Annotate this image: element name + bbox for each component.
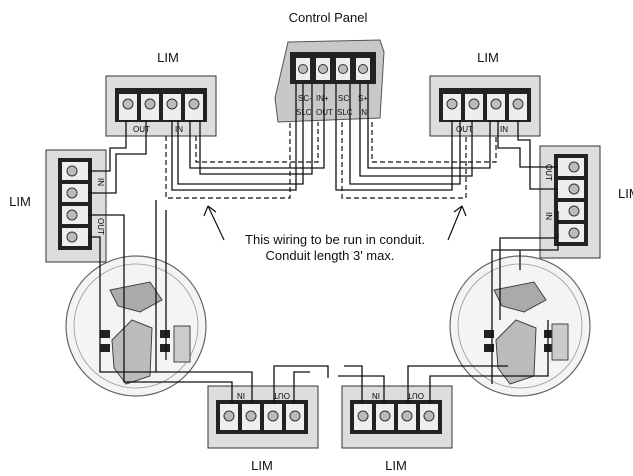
control-panel: SC- IN+ SC S+ SLC OUT SLC IN	[274, 39, 385, 123]
lim-right-in-label: IN	[544, 212, 553, 220]
conduit-note: This wiring to be run in conduit. Condui…	[203, 205, 467, 263]
panel-term-2-top: IN+	[316, 94, 329, 103]
lim-bottom-right-in-label: IN	[372, 391, 380, 400]
lim-bottom-right: IN OUT	[341, 385, 453, 449]
lim-top-right-in-label: IN	[500, 125, 508, 134]
detector-base-right	[449, 255, 591, 397]
panel-term-4-top: S+	[358, 94, 368, 103]
lim-right-out-label: OUT	[544, 164, 553, 181]
lim-top-left-in-label: IN	[175, 125, 183, 134]
panel-term-3-top: SC	[338, 94, 349, 103]
lim-top-right: OUT IN	[429, 75, 541, 137]
conduit-right	[341, 122, 497, 199]
lim-right: OUT IN	[539, 145, 601, 259]
lim-label-bottom-left: LIM	[251, 458, 273, 473]
lim-top-left-out-label: OUT	[133, 125, 150, 134]
lim-top-right-out-label: OUT	[456, 125, 473, 134]
lim-top-left: OUT IN	[105, 75, 217, 137]
lim-left: IN OUT	[45, 149, 107, 263]
panel-term-4-bottom: IN	[359, 108, 367, 117]
lim-bottom-right-out-label: OUT	[407, 391, 424, 400]
lim-label-right: LIM	[618, 186, 633, 201]
control-panel-title: Control Panel	[289, 10, 368, 25]
lim-label-top-left: LIM	[157, 50, 179, 65]
panel-term-3-bottom: SLC	[337, 108, 353, 117]
lim-label-top-right: LIM	[477, 50, 499, 65]
lim-bottom-left: IN OUT	[207, 385, 319, 449]
detector-base-left	[65, 255, 207, 397]
lim-label-bottom-right: LIM	[385, 458, 407, 473]
lim-bottom-left-in-label: IN	[237, 391, 245, 400]
panel-term-1-bottom: SLC	[296, 108, 312, 117]
lim-bottom-left-out-label: OUT	[273, 391, 290, 400]
conduit-left	[165, 122, 319, 199]
lim-label-left: LIM	[9, 194, 31, 209]
lim-left-out-label: OUT	[96, 218, 105, 235]
panel-term-1-top: SC-	[298, 94, 312, 103]
note-line-2: Conduit length 3' max.	[266, 248, 395, 263]
note-line-1: This wiring to be run in conduit.	[245, 232, 425, 247]
lim-left-in-label: IN	[96, 178, 105, 186]
wiring	[88, 84, 559, 404]
